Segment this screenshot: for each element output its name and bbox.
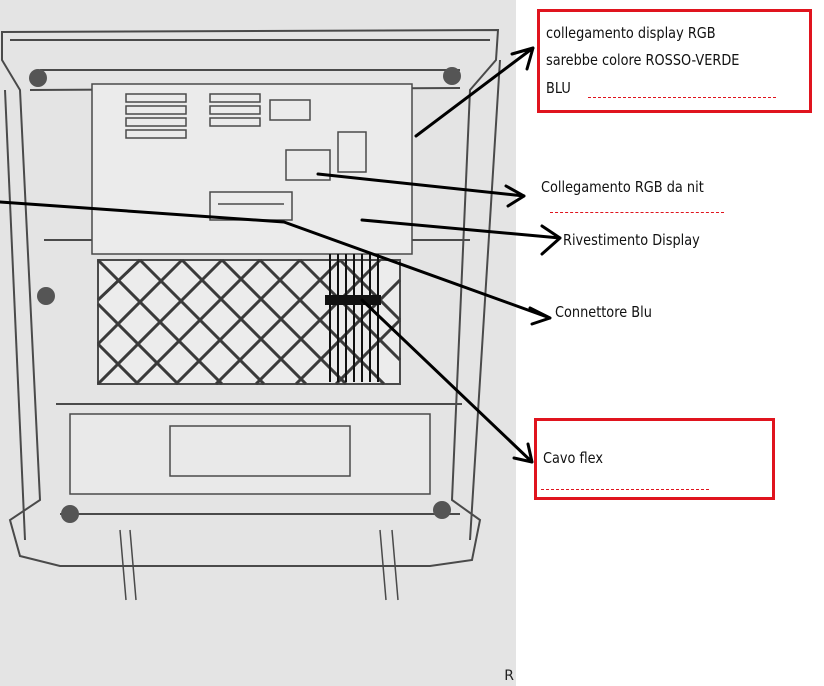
mesh-grille: [96, 258, 402, 386]
callout-rgb-display-line2: sarebbe colore ROSSO-VERDE: [546, 51, 740, 69]
callout-box-flex-cable: [534, 418, 775, 500]
callout-rgb-display-line3: BLU: [546, 79, 571, 97]
flex-cable-strips: [325, 254, 381, 382]
callout-flex-cable: Cavo flex: [543, 449, 604, 467]
arrow-rgb-from-nit: [316, 172, 526, 208]
dash-underline-rgb-display: [588, 97, 776, 98]
callout-rgb-from-nit: Collegamento RGB da nit: [541, 178, 704, 196]
arrow-rgb-display: [414, 46, 535, 138]
arrow-flex-cable: [360, 298, 534, 464]
arrow-blue-connector-long: [0, 200, 552, 326]
display-panel: [91, 83, 413, 255]
callout-display-cover: Rivestimento Display: [563, 231, 700, 249]
corner-letter: R: [504, 668, 514, 684]
device-line-drawing: [0, 0, 516, 686]
arrow-display-cover: [360, 218, 562, 256]
housing-outline: [0, 28, 501, 567]
callout-box-rgb-display: [537, 9, 812, 113]
callout-blue-connector: Connettore Blu: [555, 303, 652, 321]
corner-knobs: [29, 67, 461, 523]
dash-underline-flex-cable: [541, 489, 709, 490]
lower-compartment: [69, 413, 431, 601]
dash-underline-rgb-from-nit: [550, 212, 724, 213]
callout-rgb-display-line1: collegamento display RGB: [546, 24, 716, 42]
